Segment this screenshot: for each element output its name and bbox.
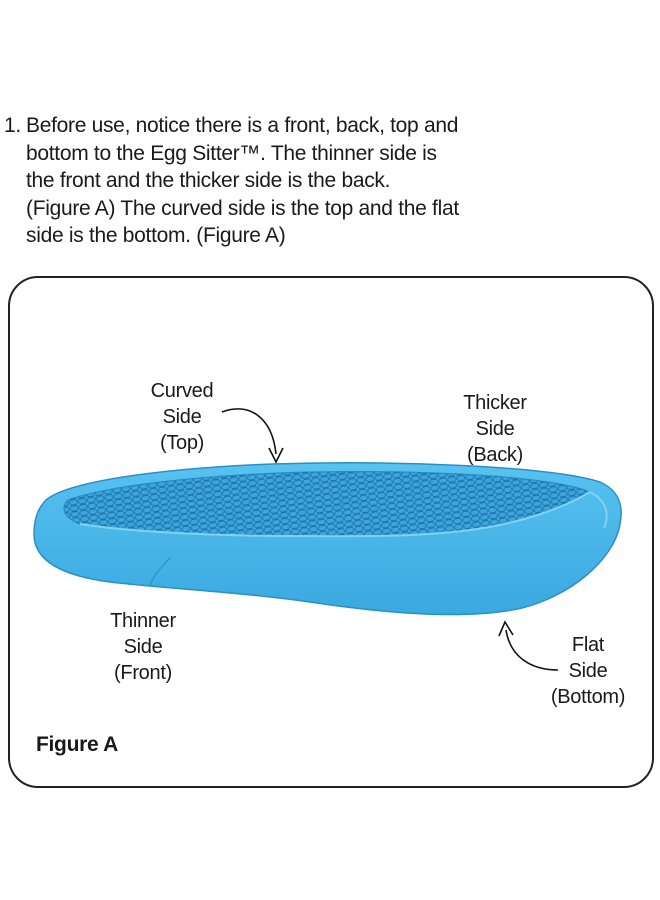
label-line: Side [123,636,163,658]
label-line: Side [568,660,608,682]
thicker-side-label: Thicker Side (Back) [450,390,540,468]
flat-side-arrowhead [498,620,514,637]
instruction-line: the front and the thicker side is the ba… [26,169,391,192]
instruction-line: bottom to the Egg Sitter™. The thinner s… [26,141,437,165]
label-line: (Bottom) [550,686,626,708]
instruction-step-1: 1. Before use, notice there is a front, … [4,112,644,250]
label-line: Side [162,406,202,428]
label-line: Curved [150,380,214,402]
curved-side-arrow [221,408,277,455]
label-line: Thicker [463,392,527,414]
label-line: Flat [571,634,605,656]
figure-caption: Figure A [36,733,118,756]
label-line: (Front) [114,662,172,684]
instruction-text: Before use, notice there is a front, bac… [26,112,644,250]
curved-side-label: Curved Side (Top) [138,378,226,456]
flat-side-label: Flat Side (Bottom) [538,632,638,710]
instruction-line: side is the bottom. (Figure A) [26,224,286,247]
step-number: 1. [4,114,21,137]
curved-side-arrowhead [268,447,284,464]
cushion-illustration [33,408,622,671]
cushion-seam [149,557,171,587]
label-line: Thinner [110,610,176,632]
figure-a-panel: Curved Side (Top) Thicker Side (Back) Th… [8,276,654,788]
flat-side-arrow [505,629,559,671]
label-line: (Back) [467,444,523,466]
instruction-line: (Figure A) The curved side is the top an… [26,196,459,220]
label-line: (Top) [159,432,205,454]
thinner-side-label: Thinner Side (Front) [94,608,192,686]
label-line: Side [475,418,515,440]
instruction-line: Before use, notice there is a front, bac… [26,114,459,137]
